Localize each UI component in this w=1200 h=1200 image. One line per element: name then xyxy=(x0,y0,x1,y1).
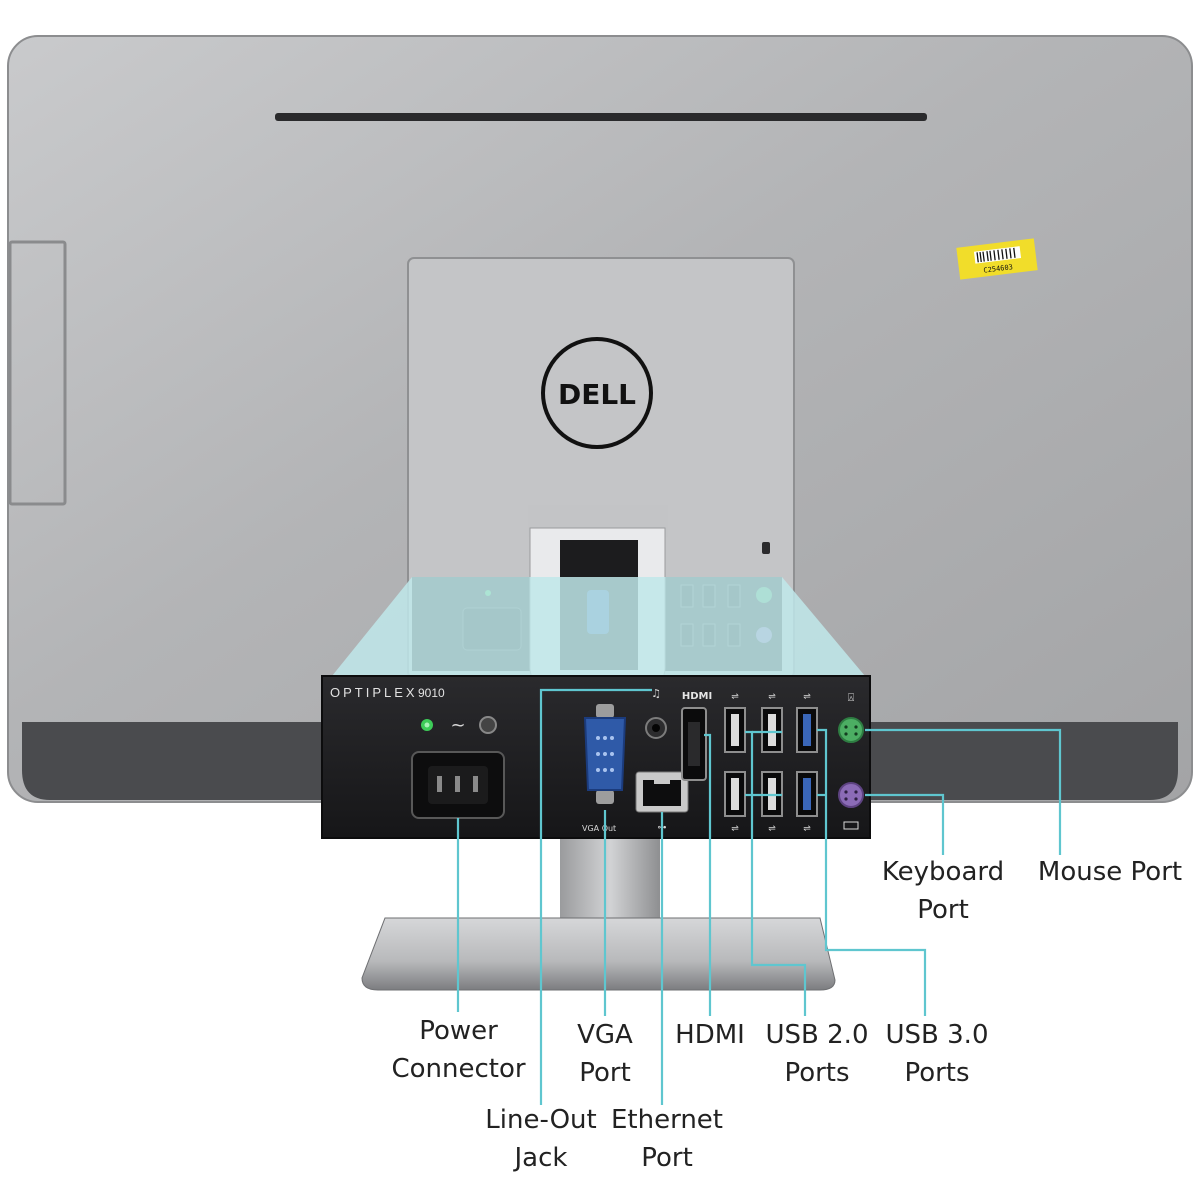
ps2-keyboard-port[interactable] xyxy=(838,782,864,808)
usb-icon: ⇌ xyxy=(768,692,776,702)
callout-ethernet-port: Ethernet Port xyxy=(611,1105,723,1173)
usb-30-leader xyxy=(817,728,927,1016)
ethernet-port[interactable] xyxy=(635,771,689,813)
usb-icon: ⇌ xyxy=(731,824,739,834)
hdmi-icon: HDMI xyxy=(682,691,712,702)
usb-3-port-bottom[interactable] xyxy=(796,771,818,817)
callout-mouse-port: Mouse Port xyxy=(1037,857,1183,887)
usb-ports xyxy=(724,707,818,817)
vga-port[interactable] xyxy=(583,704,627,804)
dell-logo-text: DELL xyxy=(558,378,636,411)
callout-hdmi: HDMI xyxy=(675,1020,745,1050)
stand-back-plate: DELL xyxy=(407,257,795,679)
usb-icon: ⇌ xyxy=(768,824,776,834)
usb-icon: ⇌ xyxy=(803,824,811,834)
line-out-leader xyxy=(539,688,652,1105)
callout-line-out-jack: Line-Out Jack xyxy=(485,1105,597,1173)
hdmi-port[interactable] xyxy=(681,707,707,781)
hdmi-leader xyxy=(704,733,712,1016)
usb-2-port-top-middle[interactable] xyxy=(761,707,783,753)
top-vent-slot xyxy=(275,113,927,121)
model-name: OPTIPLEX xyxy=(330,685,418,700)
mouse-leader xyxy=(865,728,1062,855)
power-status-led xyxy=(421,719,433,731)
keyboard-icon xyxy=(843,821,859,830)
mouse-icon: ⍓ xyxy=(848,691,855,704)
line-out-jack[interactable] xyxy=(645,717,667,739)
callout-vga-port: VGA Port xyxy=(577,1020,633,1088)
headphone-icon: ♫ xyxy=(651,687,661,700)
usb-icon: ⇌ xyxy=(803,692,811,702)
callout-lines xyxy=(456,688,1062,1105)
usb-2-port-top-left[interactable] xyxy=(724,707,746,753)
usb-20-leader xyxy=(745,730,807,1016)
callout-usb-20-ports: USB 2.0 Ports xyxy=(765,1020,869,1088)
usb-icon: ⇌ xyxy=(731,692,739,702)
monitor-stand xyxy=(361,830,836,991)
ac-power-icon: ~ xyxy=(450,715,465,736)
asset-tag-sticker: C254603 xyxy=(956,238,1038,280)
callout-keyboard-port: Keyboard Port xyxy=(881,857,1005,925)
dell-logo-ring xyxy=(541,337,653,449)
zoom-highlight xyxy=(332,577,865,676)
callout-power-connector: Power Connector xyxy=(391,1016,526,1084)
rear-io-panel-zoomed: OPTIPLEX 9010 ~ ♫ xyxy=(321,675,871,839)
power-test-button[interactable] xyxy=(479,716,497,734)
side-drive-bay[interactable] xyxy=(8,240,67,506)
usb-3-port-top[interactable] xyxy=(796,707,818,753)
usb-2-port-bottom-left[interactable] xyxy=(724,771,746,817)
ps2-mouse-port[interactable] xyxy=(838,717,864,743)
asset-tag-code: C254603 xyxy=(983,263,1013,275)
keyboard-leader xyxy=(865,793,945,855)
model-number: 9010 xyxy=(418,686,445,700)
security-lock-slot xyxy=(762,542,770,554)
callout-usb-30-ports: USB 3.0 Ports xyxy=(885,1020,989,1088)
power-connector-socket xyxy=(411,751,505,819)
vga-out-icon: VGA Out xyxy=(582,824,616,833)
